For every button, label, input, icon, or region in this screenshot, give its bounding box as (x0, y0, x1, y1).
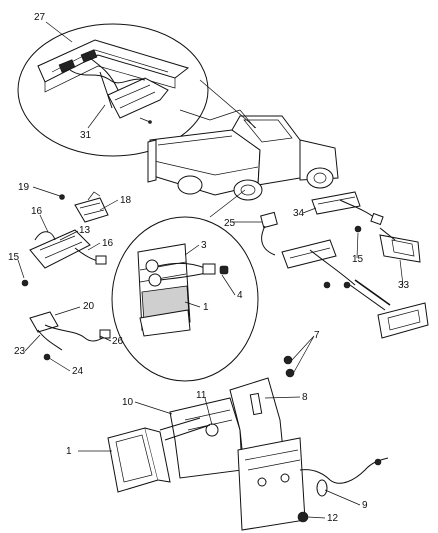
pickup-truck (147, 109, 339, 201)
callout-26: 26 (112, 336, 124, 347)
callout-23: 23 (14, 346, 26, 357)
leader-lines (17, 21, 404, 519)
callout-25: 25 (224, 218, 236, 229)
callout-8: 8 (302, 392, 308, 403)
tail-lamp-detail (111, 189, 259, 382)
callout-27: 27 (34, 12, 46, 23)
callout-9: 9 (362, 500, 368, 511)
callout-1b: 1 (66, 446, 72, 457)
callout-20: 20 (83, 301, 95, 312)
callout-13: 13 (79, 225, 91, 236)
detail-leader (199, 79, 257, 129)
callout-24: 24 (72, 366, 84, 377)
callout-7: 7 (314, 330, 320, 341)
callout-15a: 15 (8, 252, 20, 263)
callout-18: 18 (120, 195, 132, 206)
callout-16a: 16 (31, 206, 43, 217)
callout-12: 12 (327, 513, 339, 524)
callout-labels: 27 31 19 18 16 13 16 15 3 4 1 25 34 15 3… (8, 12, 410, 524)
side-marker-parts (260, 191, 429, 339)
callout-3: 3 (201, 240, 207, 251)
callout-33: 33 (398, 280, 410, 291)
tail-lamp-bracket-assembly (107, 355, 389, 531)
third-brake-light-detail (17, 23, 209, 157)
callout-19: 19 (18, 182, 30, 193)
callout-34: 34 (293, 208, 305, 219)
callout-1a: 1 (203, 302, 209, 313)
callout-4: 4 (237, 290, 243, 301)
callout-11: 11 (196, 390, 207, 401)
callout-10: 10 (122, 397, 134, 408)
license-lamp-parts (21, 191, 111, 361)
callout-16b: 16 (102, 238, 114, 249)
callout-15b: 15 (352, 254, 364, 265)
callout-31: 31 (80, 130, 92, 141)
